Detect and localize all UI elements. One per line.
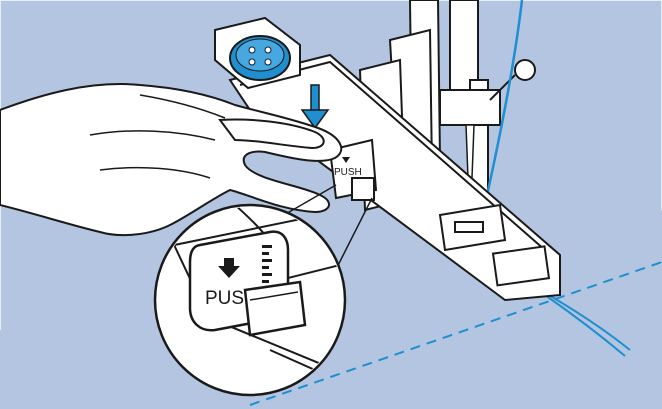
stopper-block (243, 280, 307, 337)
thread-tail-2 (544, 294, 626, 357)
lever-small: PUSH (328, 138, 378, 201)
arrow-down-icon (300, 84, 330, 130)
lever-arrow-icon (218, 258, 240, 278)
stitch-line (249, 261, 662, 406)
lever-small-label: PUSH (334, 167, 362, 178)
button (229, 35, 291, 81)
finger-lines (89, 94, 226, 179)
lever-arrow-small-icon (342, 157, 350, 163)
thumb (218, 118, 325, 150)
scale-marks (262, 245, 272, 283)
